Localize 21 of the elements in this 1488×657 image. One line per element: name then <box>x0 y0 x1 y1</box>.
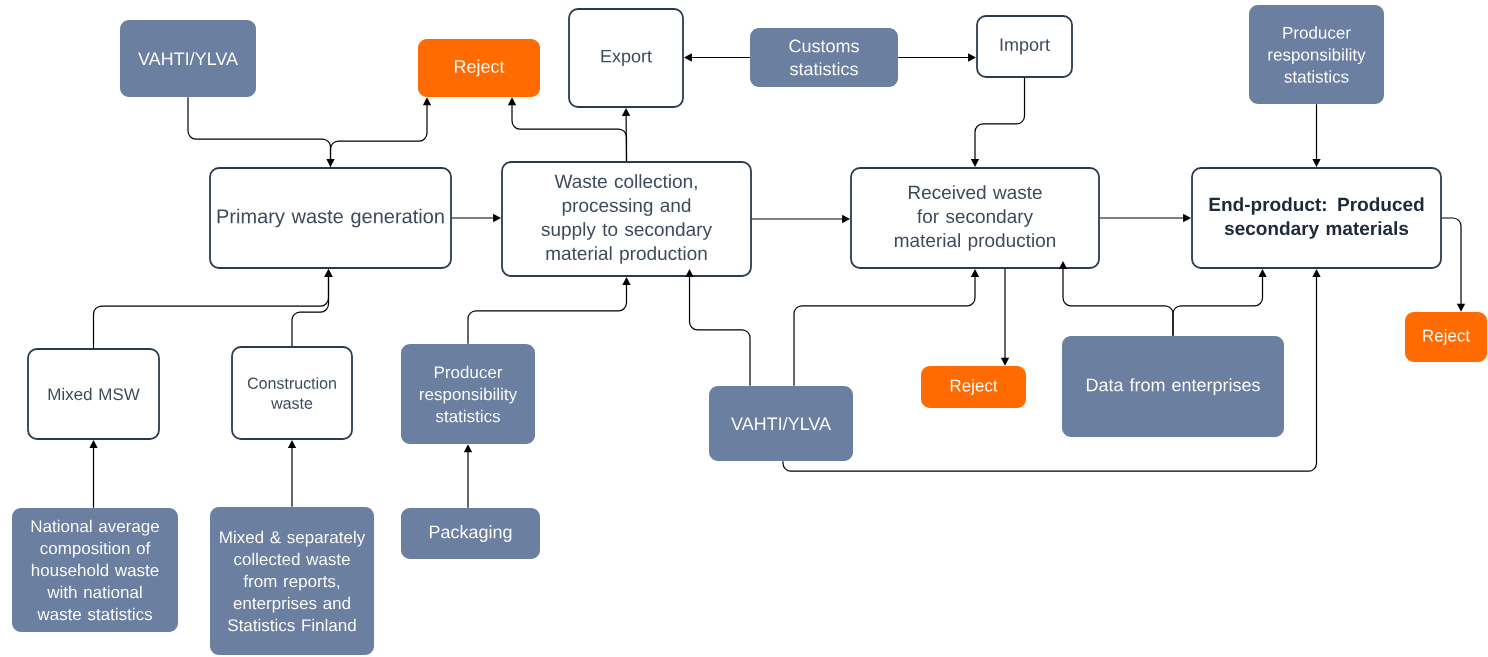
reject-box: Reject <box>921 366 1026 408</box>
data-source-box: Packaging <box>401 508 540 559</box>
data-source-box: National average composition of household waste with national waste statistics <box>12 508 178 632</box>
process-box: Export <box>568 8 684 108</box>
data-source-box: VAHTI/YLVA <box>120 20 256 97</box>
process-box: Received waste for secondary material production <box>850 167 1100 269</box>
data-source-box: Data from enterprises <box>1062 336 1284 437</box>
process-box: Waste collection, processing and supply to secondary material production <box>501 161 752 277</box>
process-box: Import <box>976 15 1073 78</box>
data-source-box: Producer responsibility statistics <box>401 344 535 444</box>
process-box: End-product: Produced secondary materials <box>1191 167 1442 269</box>
data-source-box: VAHTI/YLVA <box>709 386 853 461</box>
process-box: Primary waste generation <box>209 167 452 269</box>
process-box: Construction waste <box>231 346 353 440</box>
reject-box: Reject <box>418 39 540 97</box>
reject-box: Reject <box>1405 312 1487 362</box>
data-source-box: Mixed & separately collected waste from reports, enterprises and Statistics Finland <box>210 507 374 655</box>
process-box: Mixed MSW <box>27 348 160 440</box>
data-source-box: Producer responsibility statistics <box>1249 5 1384 104</box>
arrow <box>1441 217 1466 312</box>
data-source-box: Customs statistics <box>750 28 898 87</box>
